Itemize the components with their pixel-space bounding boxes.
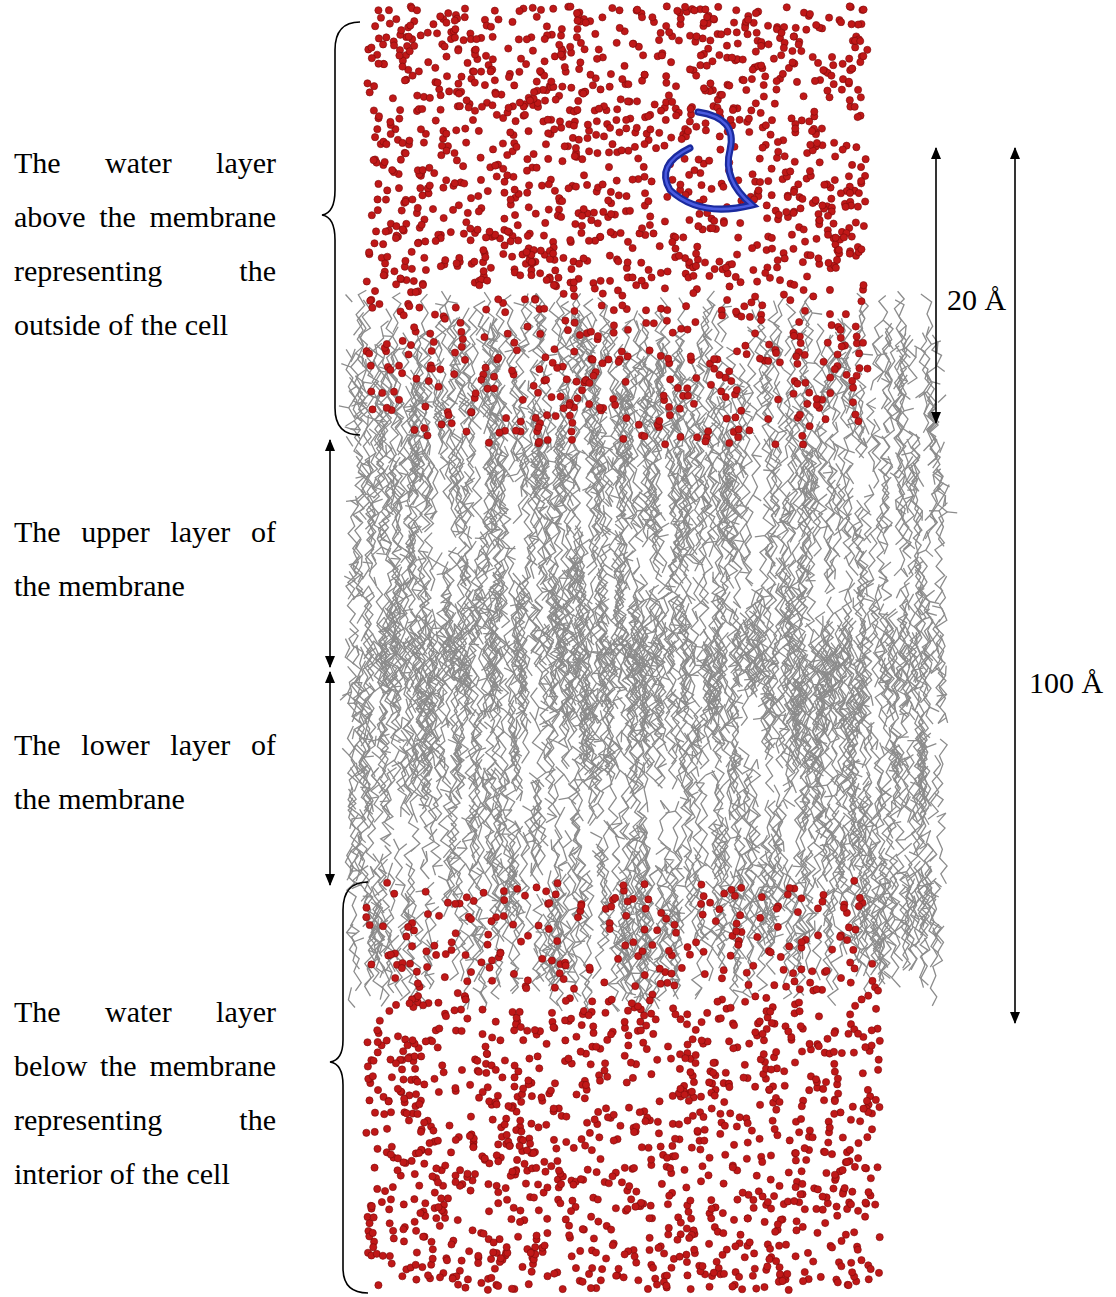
lipid-chain <box>813 386 817 395</box>
lipid-chain <box>757 759 759 769</box>
lipid-chain <box>506 546 518 602</box>
lipid-chain <box>740 572 750 573</box>
lipid-chain <box>457 848 467 849</box>
lipid-chain <box>726 570 727 580</box>
lipid-chain <box>415 526 426 585</box>
lipid-chain <box>919 478 924 487</box>
lipid-chain <box>670 930 672 940</box>
lipid-chain <box>823 472 833 473</box>
lipid-chain <box>697 767 699 777</box>
lipid-chain <box>896 589 900 598</box>
lipid-chain <box>833 916 835 926</box>
lipid-chain <box>937 813 947 884</box>
lipid-chain <box>425 625 426 635</box>
lipid-chain <box>945 666 946 676</box>
lipid-chain <box>564 774 570 782</box>
lipid-chain <box>927 744 936 748</box>
lipid-chain <box>930 707 939 711</box>
lipid-chain <box>718 713 719 723</box>
lipid-chain <box>647 802 648 812</box>
lipid-chain <box>659 535 669 537</box>
lipid-chain <box>812 313 822 314</box>
lipid-chain <box>734 869 736 879</box>
lipid-chain <box>938 395 946 403</box>
lipid-chain <box>389 863 395 911</box>
lipid-chain <box>548 354 558 356</box>
lipid-chain <box>475 759 484 828</box>
lipid-chain <box>866 525 879 586</box>
lipid-chain <box>478 918 488 920</box>
lipid-chain <box>692 915 706 999</box>
lipid-chain <box>440 789 450 792</box>
lipid-chain <box>752 435 761 501</box>
lipid-chain <box>529 773 537 779</box>
lipid-chain <box>521 880 534 935</box>
lipid-chain <box>939 739 947 774</box>
lipid-chain <box>947 512 957 513</box>
lipid-chain <box>346 500 356 501</box>
lipid-chain <box>694 782 704 783</box>
lipid-chain <box>894 569 901 576</box>
lipid-chain <box>839 816 845 824</box>
lipid-chain <box>751 870 758 877</box>
lipid-chain <box>621 732 622 742</box>
lipid-chain <box>702 406 709 413</box>
lipid-chain <box>866 435 872 443</box>
lipid-chain <box>348 987 355 1007</box>
lipid-chain <box>366 417 376 420</box>
lipid-chain <box>939 576 947 622</box>
lipid-chain <box>401 718 402 728</box>
lipid-chain <box>661 523 670 528</box>
lipid-chain <box>865 425 869 434</box>
lipid-chain <box>592 319 595 328</box>
lipid-chain <box>477 551 480 561</box>
lipid-chain <box>383 336 393 337</box>
lipid-chain <box>351 818 361 819</box>
lipid-chain <box>771 536 781 537</box>
lipid-chain <box>530 712 536 720</box>
lipid-chain <box>552 523 562 525</box>
lipid-chain <box>896 840 906 841</box>
lipid-chain <box>861 485 874 543</box>
lipid-chain <box>545 798 553 804</box>
lipid-chain <box>902 755 903 765</box>
lipid-chain <box>932 335 945 372</box>
lipid-chain <box>620 770 627 777</box>
lipid-chain <box>901 453 911 455</box>
lipid-chain <box>927 590 935 596</box>
lipid-chain <box>355 938 364 942</box>
lipid-chain <box>863 354 873 355</box>
lipid-chain <box>864 599 874 602</box>
lipid-chain <box>905 447 920 541</box>
lipid-chain <box>522 806 531 811</box>
lipid-chain <box>536 507 546 508</box>
lipid-chain <box>372 752 380 758</box>
lipid-chain <box>416 558 426 560</box>
lipid-chain <box>871 696 873 706</box>
lipid-chain <box>904 843 911 850</box>
lipid-chain <box>760 605 762 615</box>
lipid-chain <box>429 829 440 875</box>
lipid-chain <box>836 786 838 796</box>
lipid-chain <box>620 797 629 840</box>
lipid-chain <box>560 807 565 816</box>
lipid-chain <box>438 876 447 881</box>
lipid-chain <box>930 602 940 604</box>
